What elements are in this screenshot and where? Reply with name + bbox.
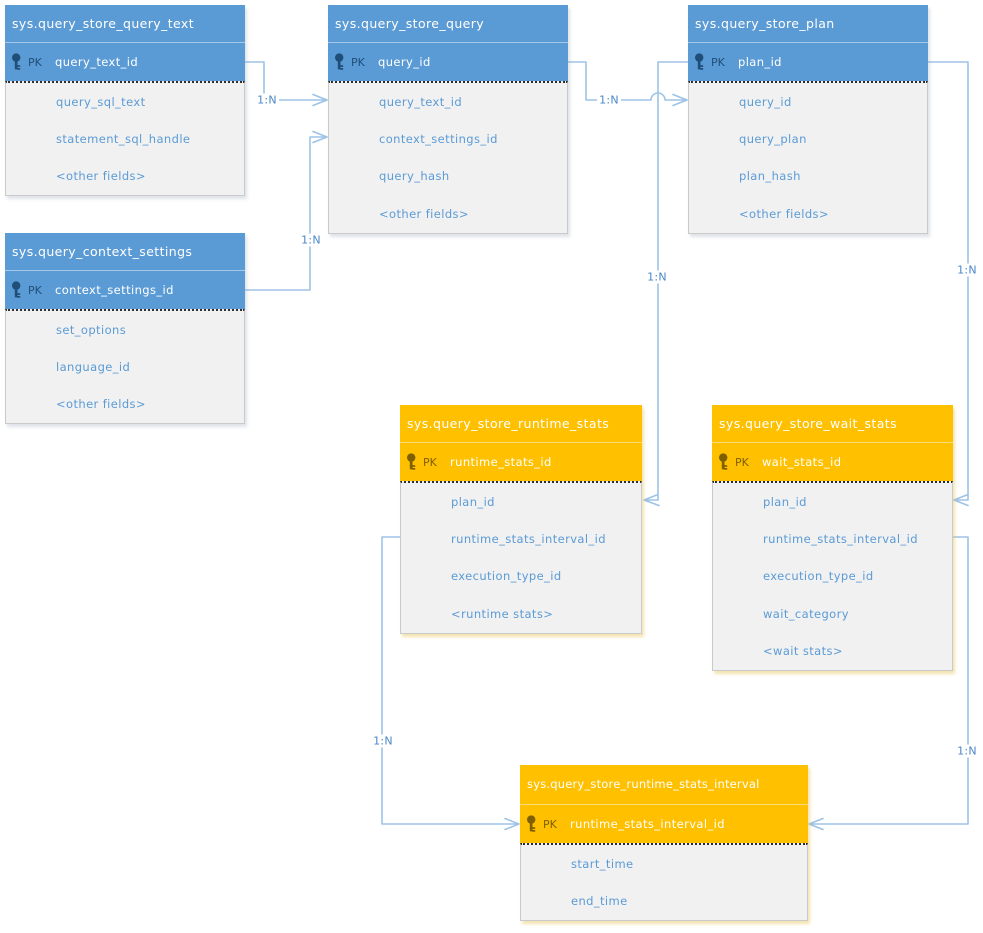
entity-query-context-settings: sys.query_context_settings PK context_se… — [5, 233, 245, 425]
entity-body: query_sql_text statement_sql_handle <oth… — [5, 81, 245, 197]
field-row: <wait stats> — [763, 644, 843, 659]
entity-title: sys.query_context_settings — [5, 233, 245, 271]
pk-row: PK context_settings_id — [5, 271, 245, 309]
field-row: start_time — [571, 856, 634, 871]
pk-badge: PK — [28, 55, 42, 69]
key-icon — [334, 53, 350, 71]
field-row: execution_type_id — [763, 569, 874, 584]
entity-body: query_text_id context_settings_id query_… — [328, 81, 568, 234]
entity-query-store-wait-stats: sys.query_store_wait_stats PK wait_stats… — [712, 405, 953, 671]
relationship-label: 1:N — [299, 233, 323, 247]
relationship-line-wait-stats-to-interval — [808, 536, 969, 831]
relationship-label: 1:N — [371, 734, 395, 748]
entity-query-store-plan: sys.query_store_plan PK plan_id query_id… — [688, 5, 928, 234]
key-icon — [526, 815, 542, 833]
field-row: language_id — [56, 360, 131, 375]
relationship-line-plan-to-runtime-stats — [643, 61, 689, 507]
entity-title: sys.query_store_query_text — [5, 5, 245, 43]
pk-field-name: plan_id — [738, 55, 782, 69]
pk-field-name: runtime_stats_interval_id — [570, 817, 725, 831]
field-row: statement_sql_handle — [56, 132, 191, 147]
field-row: runtime_stats_interval_id — [451, 532, 606, 547]
pk-badge: PK — [28, 283, 42, 297]
relationship-label: 1:N — [255, 93, 279, 107]
entity-body: plan_id runtime_stats_interval_id execut… — [400, 481, 642, 634]
relationship-label: 1:N — [645, 270, 669, 284]
field-row: plan_id — [451, 494, 495, 509]
field-row: <other fields> — [56, 397, 146, 412]
field-row: context_settings_id — [379, 132, 498, 147]
field-row: set_options — [56, 322, 127, 337]
key-icon — [11, 53, 27, 71]
pk-field-name: query_id — [378, 55, 431, 69]
relationship-line-plan-to-wait-stats — [927, 61, 969, 507]
pk-badge: PK — [543, 817, 557, 831]
pk-field-name: runtime_stats_id — [450, 455, 552, 469]
pk-badge: PK — [711, 55, 725, 69]
key-icon — [718, 453, 734, 471]
pk-row: PK runtime_stats_id — [400, 443, 642, 481]
key-icon — [406, 453, 422, 471]
field-row: <other fields> — [56, 169, 146, 184]
pk-row: PK query_id — [328, 43, 568, 81]
field-row: execution_type_id — [451, 569, 562, 584]
relationship-line-context-settings-to-query — [244, 130, 328, 291]
entity-query-store-runtime-stats: sys.query_store_runtime_stats PK runtime… — [400, 405, 642, 634]
field-row: <other fields> — [739, 206, 829, 221]
field-row: query_hash — [379, 169, 450, 184]
relationship-line-runtime-stats-to-interval — [381, 536, 520, 831]
pk-badge: PK — [423, 455, 437, 469]
pk-row: PK query_text_id — [5, 43, 245, 81]
pk-badge: PK — [351, 55, 365, 69]
entity-title: sys.query_store_runtime_stats — [400, 405, 642, 443]
relationship-label: 1:N — [955, 263, 979, 277]
entity-query-store-query: sys.query_store_query PK query_id query_… — [328, 5, 568, 234]
entity-body: set_options language_id <other fields> — [5, 309, 245, 425]
relationship-label: 1:N — [597, 93, 621, 107]
pk-row: PK plan_id — [688, 43, 928, 81]
relationship-line-query-text-to-query — [244, 61, 328, 107]
entity-body: query_id query_plan plan_hash <other fie… — [688, 81, 928, 234]
entity-body: start_time end_time — [520, 843, 808, 921]
entity-title: sys.query_store_runtime_stats_interval — [520, 765, 808, 805]
field-row: plan_hash — [739, 169, 801, 184]
entity-query-store-runtime-stats-interval: sys.query_store_runtime_stats_interval P… — [520, 765, 808, 921]
field-row: query_plan — [739, 132, 807, 147]
field-row: query_sql_text — [56, 94, 146, 109]
field-row: <other fields> — [379, 206, 469, 221]
pk-field-name: query_text_id — [55, 55, 139, 69]
field-row: runtime_stats_interval_id — [763, 532, 918, 547]
pk-field-name: context_settings_id — [55, 283, 174, 297]
field-row: <runtime stats> — [451, 606, 554, 621]
entity-title: sys.query_store_query — [328, 5, 568, 43]
field-row: wait_category — [763, 606, 849, 621]
field-row: query_text_id — [379, 94, 463, 109]
pk-badge: PK — [735, 455, 749, 469]
pk-row: PK runtime_stats_interval_id — [520, 805, 808, 843]
entity-title: sys.query_store_wait_stats — [712, 405, 953, 443]
field-row: end_time — [571, 894, 628, 909]
field-row: plan_id — [763, 494, 807, 509]
key-icon — [694, 53, 710, 71]
pk-field-name: wait_stats_id — [762, 455, 842, 469]
pk-row: PK wait_stats_id — [712, 443, 953, 481]
key-icon — [11, 281, 27, 299]
entity-title: sys.query_store_plan — [688, 5, 928, 43]
entity-body: plan_id runtime_stats_interval_id execut… — [712, 481, 953, 671]
entity-query-store-query-text: sys.query_store_query_text PK query_text… — [5, 5, 245, 197]
relationship-label: 1:N — [955, 744, 979, 758]
relationship-line-query-to-plan — [567, 61, 688, 107]
field-row: query_id — [739, 94, 792, 109]
